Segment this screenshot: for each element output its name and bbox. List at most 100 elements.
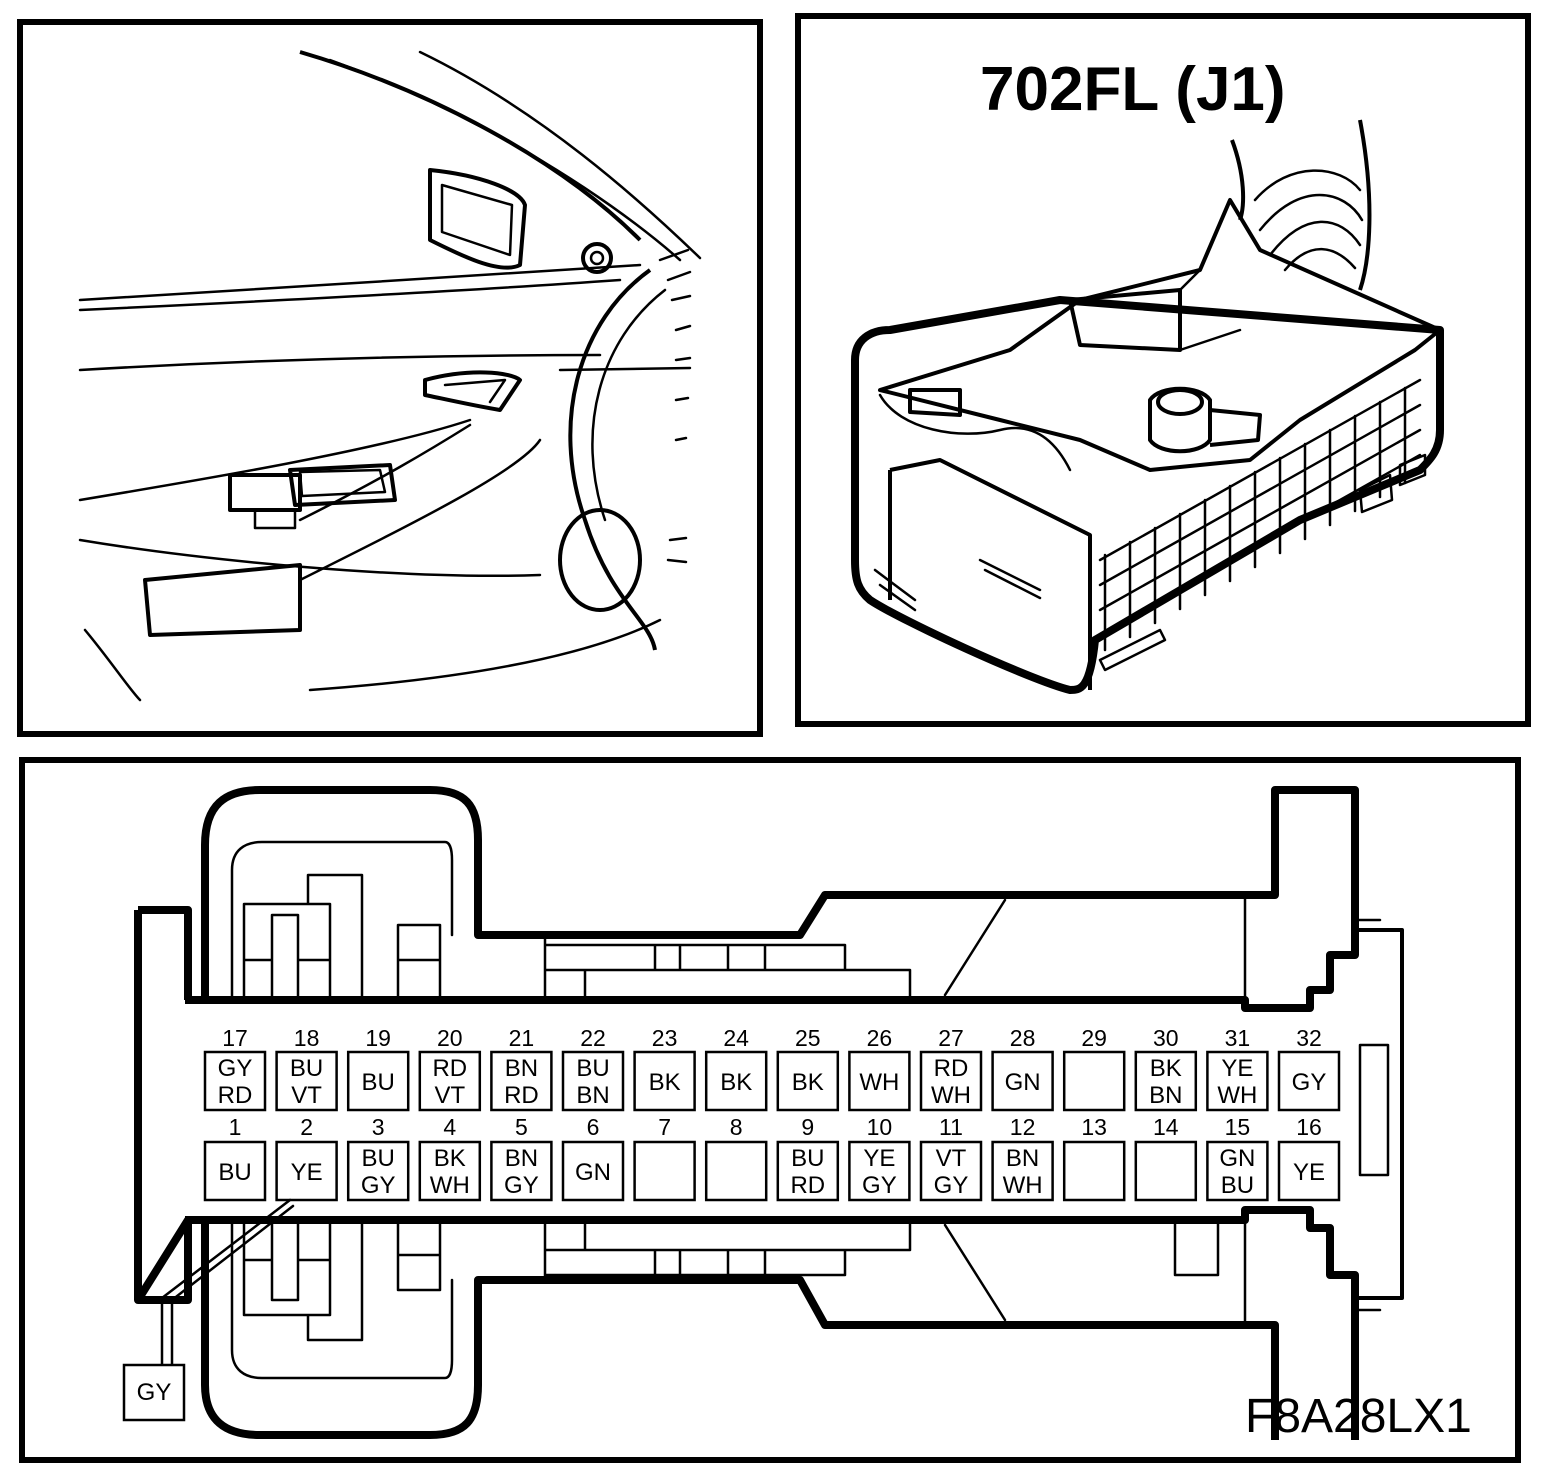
pin-cavity xyxy=(203,1140,267,1202)
wire-color-label: YE xyxy=(1221,1055,1253,1082)
ground-wire-box xyxy=(122,1363,186,1422)
pin-number: 12 xyxy=(1010,1114,1036,1140)
pin-number: 22 xyxy=(580,1025,606,1051)
pin-14: 14 xyxy=(1134,1114,1198,1202)
pin-number: 30 xyxy=(1153,1025,1179,1051)
pin-cavity xyxy=(704,1140,768,1202)
pin-cavity xyxy=(275,1140,338,1202)
wire-color-label: BN xyxy=(505,1055,538,1082)
figure-code: F8A28LX1 xyxy=(1245,1390,1472,1443)
wire-color-label: YE xyxy=(1293,1159,1325,1186)
wire-color-label: WH xyxy=(430,1172,470,1199)
pin-number: 8 xyxy=(730,1114,743,1140)
pin-number: 5 xyxy=(515,1114,528,1140)
pin-number: 16 xyxy=(1296,1114,1322,1140)
wire-color-label: BN xyxy=(1149,1082,1182,1109)
pin-number: 18 xyxy=(294,1025,320,1051)
pin-6: 6GN xyxy=(561,1114,625,1202)
pin-number: 32 xyxy=(1296,1025,1322,1051)
wire-color-label: BK xyxy=(649,1069,681,1096)
pin-number: 7 xyxy=(658,1114,671,1140)
pin-cavity xyxy=(848,1140,911,1202)
wire-color-label: WH xyxy=(931,1082,971,1109)
wire-color-label: BN xyxy=(576,1082,609,1109)
connector-title: 702FL (J1) xyxy=(980,55,1286,124)
wire-color-label: GN xyxy=(1219,1145,1255,1172)
pin-29: 29 xyxy=(1062,1025,1126,1112)
wire-color-label: BU xyxy=(576,1055,609,1082)
pin-cavity xyxy=(919,1140,983,1202)
pin-cavity xyxy=(561,1050,625,1112)
wire-color-label: BU xyxy=(791,1145,824,1172)
wire-color-label: RD xyxy=(218,1082,253,1109)
pin-number: 1 xyxy=(229,1114,242,1140)
wire-color-label: BK xyxy=(1150,1055,1182,1082)
wire-color-label: BK xyxy=(720,1069,752,1096)
pin-number: 31 xyxy=(1225,1025,1251,1051)
pin-cavity xyxy=(490,1140,553,1202)
pin-7: 7 xyxy=(633,1114,696,1202)
pin-number: 10 xyxy=(867,1114,893,1140)
pin-cavity xyxy=(1062,1050,1126,1112)
pin-cavity xyxy=(418,1140,482,1202)
body-top-outline xyxy=(185,786,1359,1012)
wire-color-label: RD xyxy=(934,1055,969,1082)
pin-number: 14 xyxy=(1153,1114,1179,1140)
wire-color-label: BN xyxy=(505,1145,538,1172)
ground-wire-label: GY xyxy=(137,1379,172,1406)
ground-lead xyxy=(160,1198,295,1367)
pin-rows: 17GYRD18BUVT19BU20RDVT21BNRD22BUBN23BK24… xyxy=(203,1025,1341,1202)
pin-number: 15 xyxy=(1225,1114,1251,1140)
pin-number: 19 xyxy=(365,1025,391,1051)
wire-color-label: WH xyxy=(859,1069,899,1096)
pin-13: 13 xyxy=(1062,1114,1126,1202)
pin-cavity xyxy=(991,1140,1054,1202)
wire-color-label: YE xyxy=(291,1159,323,1186)
wire-color-label: BU xyxy=(362,1069,395,1096)
pin-cavity xyxy=(704,1050,768,1112)
wire-color-label: BU xyxy=(362,1145,395,1172)
pin-number: 26 xyxy=(867,1025,893,1051)
pin-cavity xyxy=(633,1050,696,1112)
pin-number: 9 xyxy=(801,1114,814,1140)
pin-number: 29 xyxy=(1081,1025,1107,1051)
pin-cavity xyxy=(633,1140,696,1202)
left-flange xyxy=(134,906,192,1304)
wire-color-label: GY xyxy=(862,1172,897,1199)
pin-number: 3 xyxy=(372,1114,385,1140)
wire-color-label: GY xyxy=(504,1172,539,1199)
wire-color-label: WH xyxy=(1217,1082,1257,1109)
pin-1: 1BU xyxy=(203,1114,267,1202)
pin-number: 28 xyxy=(1010,1025,1036,1051)
pin-cavity xyxy=(490,1050,553,1112)
wire-color-label: VT xyxy=(434,1082,465,1109)
pin-cavity xyxy=(346,1140,410,1202)
pin-cavity xyxy=(418,1050,482,1112)
pin-number: 20 xyxy=(437,1025,463,1051)
wire-color-label: BK xyxy=(434,1145,466,1172)
wire-color-label: BU xyxy=(1221,1172,1254,1199)
pin-number: 24 xyxy=(723,1025,749,1051)
pin-cavity xyxy=(203,1050,267,1112)
pin-cavity xyxy=(561,1140,625,1202)
pin-cavity xyxy=(776,1140,840,1202)
left-hood-top xyxy=(201,786,545,1000)
